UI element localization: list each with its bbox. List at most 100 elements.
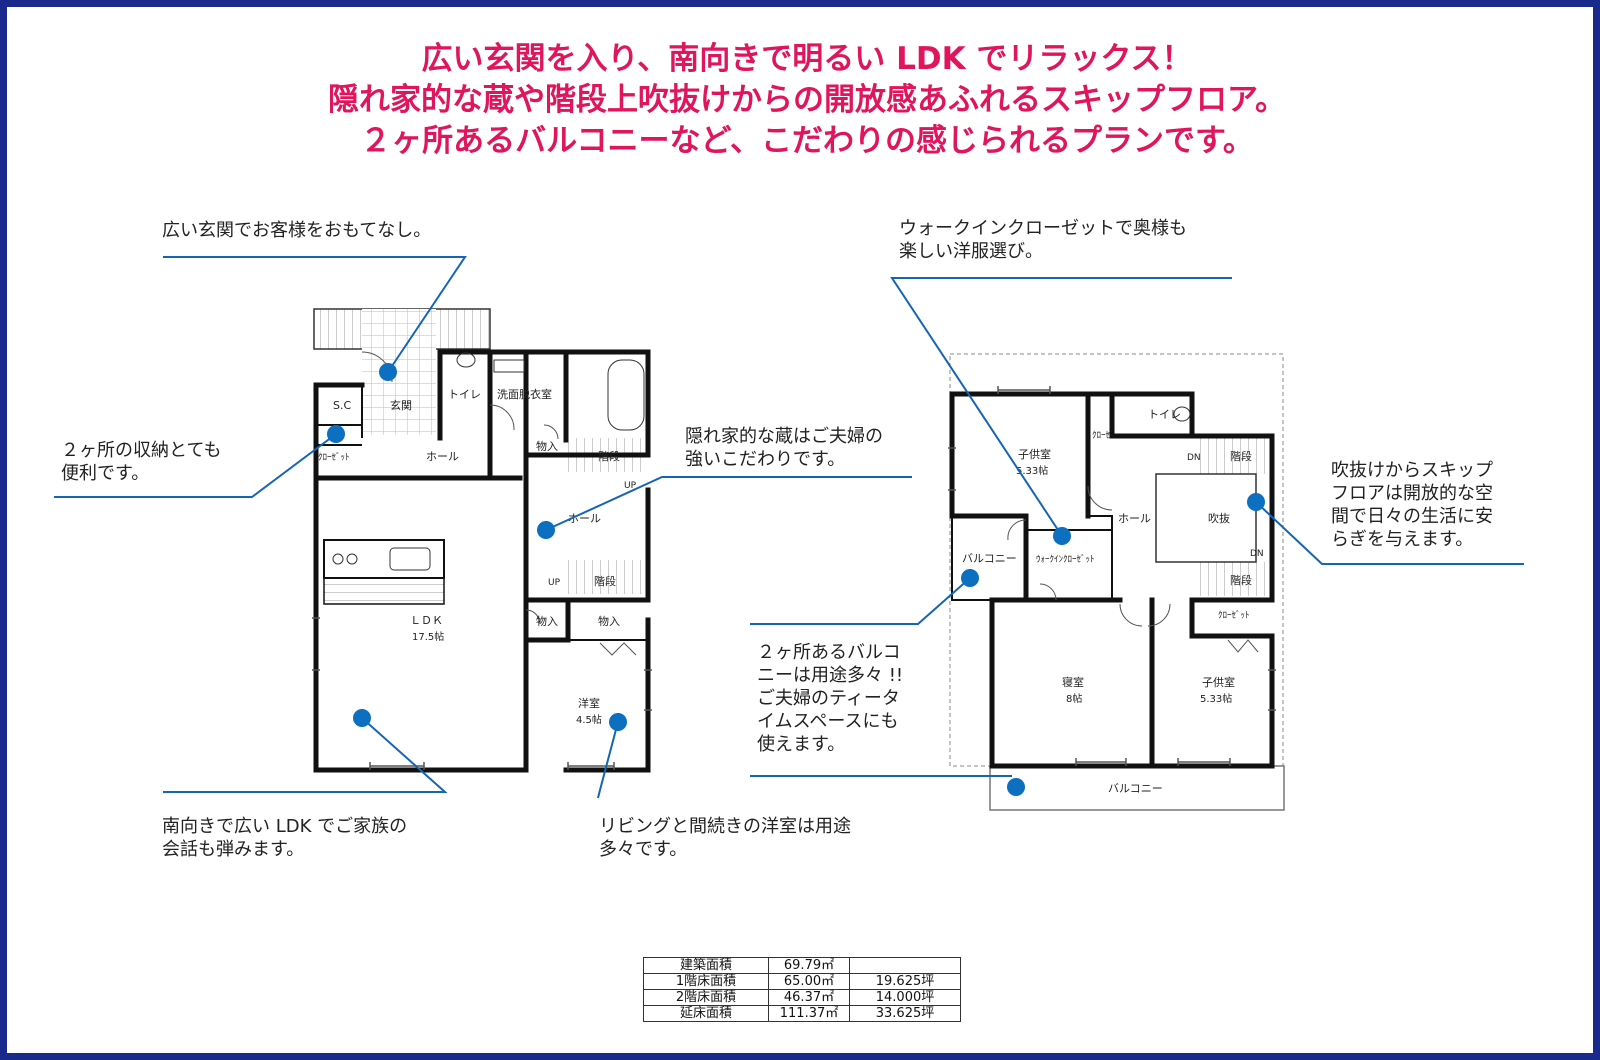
callout-dot <box>353 709 371 727</box>
floor-2-doors <box>1007 485 1259 653</box>
table-row: 2階床面積 46.37㎡ 14.000坪 <box>643 989 961 1006</box>
room-label: UP <box>624 481 637 491</box>
note-balcony-line-5: 使えます。 <box>757 734 846 755</box>
note-fukinuke: 吹抜けからスキップ フロアは開放的な空 間で日々の生活に安 らぎを与えます。 <box>1331 459 1493 551</box>
callout-line-fukinuke <box>1255 501 1524 565</box>
note-balcony-line-2: ニーは用途多々 !! <box>757 665 904 686</box>
room-label: ｸﾛｰｾﾞｯﾄ <box>1218 610 1250 621</box>
room-size: 17.5帖 <box>412 630 444 643</box>
room-label: バルコニー <box>1108 782 1163 795</box>
callout-line-ldk <box>163 717 448 793</box>
kitchen-bar <box>323 577 445 605</box>
toilet-icon <box>456 352 476 368</box>
room-size: 8帖 <box>1066 692 1082 705</box>
kitchen-counter <box>323 539 445 579</box>
floor-1-plan: S.C 玄関 トイレ 洗面脱衣室 ｸﾛｰｾﾞｯﾄ ホール 物入 階段 UP ホー… <box>312 308 652 773</box>
room-label: トイレ <box>448 388 481 401</box>
callout-lines <box>54 256 1524 799</box>
floor-2-labels: 子供室 5.33帖 ｸﾛｰｾﾞ トイレ 階段 DN ホール 吹抜 ｳｫｰｸｲﾝｸ… <box>962 408 1264 795</box>
room-label: 物入 <box>536 614 558 628</box>
headline-line-1: 広い玄関を入り、南向きで明るい LDK でリラックス！ <box>421 41 1193 77</box>
note-fukinuke-line-2: フロアは開放的な空 <box>1331 483 1493 504</box>
room-label: 子供室 <box>1202 675 1235 689</box>
note-entrance-line: 広い玄関でお客様をおもてなし。 <box>162 220 432 241</box>
note-balcony-line-1: ２ヶ所あるバルコ <box>757 642 901 663</box>
callout-line-western <box>597 721 619 799</box>
floor-2-windows <box>948 386 1276 766</box>
headline-line-3: ２ヶ所あるバルコニーなど、こだわりの感じられるプランです。 <box>360 123 1254 159</box>
fukinuke-void <box>1155 473 1257 563</box>
room-label: バルコニー <box>962 552 1017 565</box>
toilet-icon <box>1173 406 1191 422</box>
room-label: 階段 <box>1230 449 1252 463</box>
note-storage: ２ヶ所の収納とても 便利です。 <box>61 439 222 485</box>
headline-line-2: 隠れ家的な蔵や階段上吹抜けからの開放感あふれるスキップフロア。 <box>328 82 1286 118</box>
room-label: 洋室 <box>578 696 600 710</box>
note-kura: 隠れ家的な蔵はご夫婦の 強いこだわりです。 <box>685 425 883 471</box>
area-sqm: 46.37㎡ <box>768 989 850 1006</box>
note-entrance: 広い玄関でお客様をおもてなし。 <box>162 219 431 242</box>
note-balcony-line-4: イムスペースにも <box>757 711 899 732</box>
callout-line-walkin <box>890 277 1232 537</box>
room-label: ｳｫｰｸｲﾝｸﾛｰｾﾞｯﾄ <box>1036 554 1095 565</box>
callout-dot <box>327 425 345 443</box>
area-tsubo: 33.625坪 <box>849 1005 961 1022</box>
area-tsubo: 19.625坪 <box>849 973 961 990</box>
room-label: 洗面脱衣室 <box>497 387 552 401</box>
note-western-line-2: 多々です。 <box>599 839 688 860</box>
floor-1-partitions <box>316 385 648 641</box>
note-ldk: 南向きで広い LDK でご家族の 会話も弾みます。 <box>162 815 407 861</box>
note-walkin-line-1: ウォークインクローゼットで奥様も <box>899 218 1187 239</box>
table-row: 1階床面積 65.00㎡ 19.625坪 <box>643 973 961 990</box>
callout-line-balcony <box>750 577 971 625</box>
stairs-upper-2f <box>1200 438 1272 474</box>
callout-dot <box>1247 493 1265 511</box>
area-sqm: 111.37㎡ <box>768 1005 850 1022</box>
callout-dots <box>327 363 1265 796</box>
note-storage-line-2: 便利です。 <box>61 463 150 484</box>
note-ldk-line-1: 南向きで広い LDK でご家族の <box>162 816 408 837</box>
room-label: ｸﾛｰｾﾞ <box>1092 430 1115 441</box>
callout-dot <box>1007 778 1025 796</box>
room-size: 5.33帖 <box>1200 692 1232 705</box>
stairs-lower-1f <box>568 560 646 594</box>
callout-dot <box>1053 527 1071 545</box>
room-label: ＬＤＫ <box>410 614 443 627</box>
note-fukinuke-line-3: 間で日々の生活に安 <box>1331 506 1493 527</box>
note-fukinuke-line-1: 吹抜けからスキップ <box>1331 460 1493 481</box>
callout-dot <box>537 521 555 539</box>
room-label: ホール <box>426 450 459 463</box>
room-size: 4.5帖 <box>576 713 602 726</box>
note-kura-line-1: 隠れ家的な蔵はご夫婦の <box>685 426 883 447</box>
note-ldk-line-2: 会話も弾みます。 <box>162 839 305 860</box>
callout-line-storage <box>54 433 337 498</box>
room-label: 吹抜 <box>1208 511 1230 525</box>
callout-dot <box>961 569 979 587</box>
callout-dot <box>379 363 397 381</box>
floor-2-partitions <box>951 515 1113 601</box>
table-row: 建築面積 69.79㎡ <box>643 957 961 974</box>
room-label: 物入 <box>536 439 558 453</box>
room-label: 物入 <box>598 614 620 628</box>
room-label: DN <box>1250 549 1264 559</box>
room-label: 寝室 <box>1062 675 1084 689</box>
bathtub-icon <box>607 359 645 431</box>
room-size: 5.33帖 <box>1016 464 1048 477</box>
note-walkin: ウォークインクローゼットで奥様も 楽しい洋服選び。 <box>899 217 1187 263</box>
callout-line-kura <box>545 476 912 531</box>
stairs-lower-2f <box>1200 562 1272 596</box>
note-balcony-line-3: ご夫婦のティータ <box>757 688 900 709</box>
stove-burner-icon <box>346 553 358 565</box>
room-label: 子供室 <box>1018 447 1051 461</box>
note-walkin-line-2: 楽しい洋服選び。 <box>899 241 1043 262</box>
note-western-line-1: リビングと間続きの洋室は用途 <box>599 816 851 837</box>
room-label: トイレ <box>1148 408 1181 421</box>
note-kura-line-2: 強いこだわりです。 <box>685 449 846 470</box>
floor-2-plan: 子供室 5.33帖 ｸﾛｰｾﾞ トイレ 階段 DN ホール 吹抜 ｳｫｰｸｲﾝｸ… <box>948 353 1285 811</box>
room-label: UP <box>548 578 561 588</box>
floor-1-windows <box>312 617 652 770</box>
note-storage-line-1: ２ヶ所の収納とても <box>61 440 222 461</box>
floor-1-walls <box>313 349 651 773</box>
